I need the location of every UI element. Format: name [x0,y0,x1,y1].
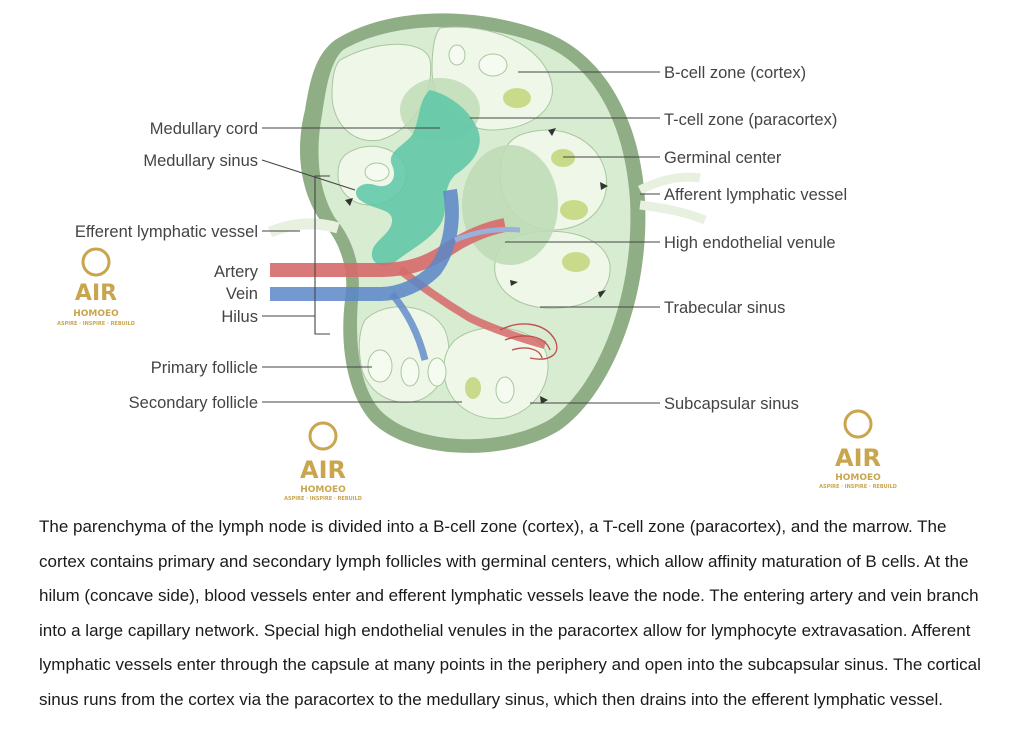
svg-text:HOMOEO: HOMOEO [300,485,346,495]
label-subcapsular-sinus: Subcapsular sinus [664,395,799,413]
label-trabecular-sinus: Trabecular sinus [664,299,785,317]
vein-branch [389,291,429,361]
primary-follicle-1 [448,44,466,66]
svg-text:HOMOEO: HOMOEO [73,309,119,319]
watermark-logo-left: AIR HOMOEO ASPIRE · INSPIRE · REBUILD [57,247,135,327]
label-hilus: Hilus [221,308,258,326]
hilus-bracket [314,175,330,335]
primary-follicle-4 [367,349,393,383]
germinal-center-4 [503,88,531,108]
germinal-center-5 [465,377,481,399]
label-secondary-follicle: Secondary follicle [129,394,258,412]
svg-text:AIR: AIR [300,456,346,484]
high-endothelial-venule-shape [454,227,521,243]
label-efferent-lymphatic-vessel: Efferent lymphatic vessel [75,223,258,241]
caption-paragraph: The parenchyma of the lymph node is divi… [39,517,981,709]
svg-text:HOMOEO: HOMOEO [835,473,881,483]
label-medullary-cord: Medullary cord [150,120,258,138]
capillary-network [499,323,558,360]
lymph-node-body [267,13,707,453]
label-germinal-center: Germinal center [664,149,782,167]
watermark-logo-right: AIR HOMOEO ASPIRE · INSPIRE · REBUILD [819,409,897,490]
primary-follicle-3 [364,162,390,182]
svg-text:AIR: AIR [835,444,881,472]
label-b-cell-zone: B-cell zone (cortex) [664,64,806,82]
label-vein: Vein [226,285,258,303]
label-t-cell-zone: T-cell zone (paracortex) [664,111,837,129]
svg-text:AIR: AIR [75,281,117,306]
logo-emblem-icon [81,247,111,277]
paracortex-zone [462,145,558,265]
svg-text:ASPIRE · INSPIRE · REBUILD: ASPIRE · INSPIRE · REBUILD [284,496,362,502]
efferent-lymphatic-vessel-shape [267,218,340,238]
germinal-center-2 [560,200,588,220]
label-high-endothelial-venule: High endothelial venule [664,234,836,252]
primary-follicle-5 [400,357,420,387]
label-artery: Artery [214,263,259,281]
medullary-cords [355,90,480,266]
sinus-flow-arrows [345,128,608,404]
label-primary-follicle: Primary follicle [151,359,258,377]
primary-follicle-7 [495,376,515,404]
primary-follicle-2 [478,53,508,77]
lymph-node-diagram: Medullary cord Medullary sinus Efferent … [57,13,897,502]
germinal-center-1 [551,149,575,167]
germinal-center-3 [562,252,590,272]
logo-emblem-icon [308,421,338,451]
watermark-logo-center: AIR HOMOEO ASPIRE · INSPIRE · REBUILD [284,421,362,502]
label-afferent-lymphatic-vessel: Afferent lymphatic vessel [664,186,847,204]
primary-follicle-6 [427,357,447,387]
afferent-lymphatic-vessel [637,172,707,225]
leader-medullary-sinus [261,159,356,191]
svg-text:ASPIRE · INSPIRE · REBUILD: ASPIRE · INSPIRE · REBUILD [57,321,135,327]
label-medullary-sinus: Medullary sinus [143,152,258,170]
svg-text:ASPIRE · INSPIRE · REBUILD: ASPIRE · INSPIRE · REBUILD [819,484,897,490]
logo-emblem-icon [843,409,873,439]
